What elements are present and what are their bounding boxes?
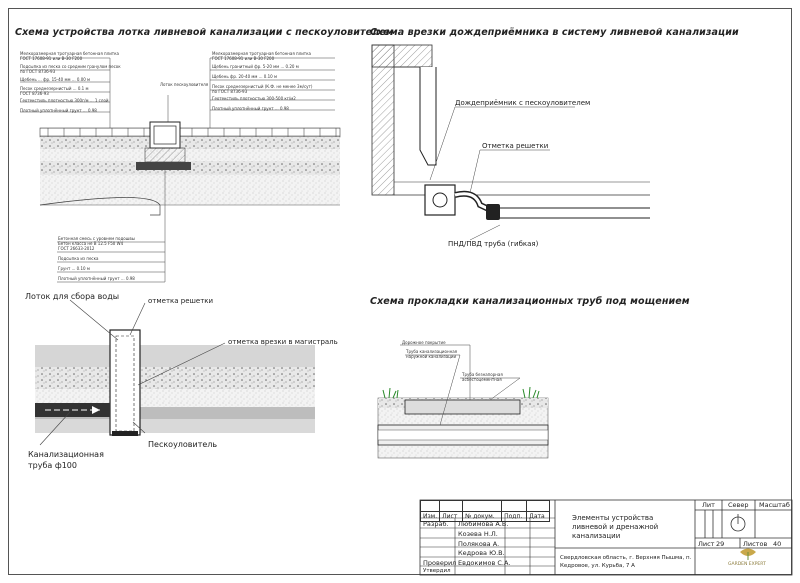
tray-layer-right-0: Мелкоразмерная тротуарная бетонная плитк… [212, 51, 311, 56]
pipe-scheme-title: Схема прокладки канализационных труб под… [370, 296, 690, 307]
tray-layer-left-2: Подсыпка из песка со средним гранулом пе… [20, 64, 121, 69]
stamp-header-0: Изм. [419, 510, 441, 522]
stamp-north-label: Север [728, 501, 749, 509]
tray-layer-left-6: ГОСТ 8736-93 [20, 91, 49, 96]
stamp-sheet-value: 29 [716, 540, 725, 548]
flexible-pipe-label: ПНД/ПВД труба (гибкая) [448, 240, 539, 248]
drawing-sheet [8, 8, 792, 575]
tray-layer-right-2: Щебень гранитный фр. 5-20 мм ... 0.20 м [212, 64, 299, 69]
tray-layer-left-4: Щебень ... фр. 15-40 мм ... 0.00 м [20, 77, 91, 82]
sewer-pipe-label-line2: труба ф100 [28, 461, 77, 470]
stamp-role-4: Проверил [423, 559, 457, 567]
road-cover-label: Дорожное покрытие [402, 340, 446, 345]
tray-layer-right-5: по ГОСТ 8736-93 [212, 89, 248, 94]
sand-trap-label: Пескоуловитель [148, 440, 218, 449]
stamp-header-4: Дата [526, 510, 551, 522]
sleeve-pipe-label-2: асбестоцементная [462, 377, 502, 382]
sleeve-pipe-label: Труба безнапорная [462, 372, 503, 377]
pipe-under-pavement-drawing [377, 344, 549, 459]
tray-layer-left-8: Плотный уплотнённый грунт ... 0.98 [20, 108, 97, 113]
stamp-name-2: Полякова А. [458, 540, 500, 548]
tray-layer-left-1: ГОСТ 17608-91 или В-30 F200 [20, 56, 83, 61]
tray-layer-left-0: Мелкоразмерная тротуарная бетонная плитк… [20, 51, 119, 56]
tray-bottom-layer-2: ГОСТ 26633-2012 [58, 246, 95, 251]
tray-bottom-layer-3: Подсыпка из песка [58, 256, 99, 261]
receiver-label: Дождеприёмник с пескоуловителем [455, 99, 591, 107]
tray-bottom-layer-5: Плотный уплотнённый грунт ... 0.98 [58, 276, 135, 281]
sand-trap-drawing [35, 299, 315, 446]
tray-note: Лоток пескоуловителя [160, 82, 209, 87]
stamp-sheets-label: Листов [743, 540, 768, 548]
stamp-role-0: Разраб. [423, 520, 449, 528]
stamp-sheet-label: Лист [698, 540, 715, 548]
stamp-scale-label: Масштаб [759, 501, 790, 509]
stamp-table: Изм. Лист № докум. Подп. Дата [419, 500, 551, 522]
tray-layer-left-5: Песок среднезернистый ... 0.1 м [20, 86, 89, 91]
tray-layer-right-4: Песок среднезернистый (К.Ф. не менее 3м/… [212, 84, 313, 89]
sewer-pipe-label: Труба канализационная [406, 349, 458, 354]
tray-layer-right-6: Геотекстиль плотностью 300-500 кг/м2 [212, 96, 296, 101]
stamp-doc-title: Элементы устройства ливневой и дренажной… [572, 514, 659, 540]
tray-layer-right-7: Плотный уплотнённый грунт ... 0.98 [212, 106, 289, 111]
grate-mark-label: Отметка решетки [482, 142, 549, 150]
sewer-pipe-label-line1: Канализационная [28, 450, 104, 459]
stamp-lit-label: Лит [702, 501, 715, 509]
sewer-pipe-label-2: наружной канализации [406, 354, 457, 359]
tray-layer-right-1: ГОСТ 17608-91 или В-30 F200 [212, 56, 275, 61]
garden-expert-logo [740, 548, 756, 560]
tray-bottom-layer-4: Грунт ... 0.10 м [58, 266, 90, 271]
stamp-name-4: Евдокимов С.А. [458, 559, 511, 567]
rain-receiver-drawing [371, 44, 650, 241]
tray-section-drawing [20, 57, 341, 283]
grate-level-label: отметка решетки [148, 297, 214, 305]
stamp-name-1: Козева Н.Л. [458, 530, 498, 538]
water-tray-label: Лоток для сбора воды [25, 292, 120, 301]
tray-layer-left-3: по ГОСТ 8736-93 [20, 69, 56, 74]
stamp-address: Свердловская область, г. Верхняя Пышма, … [560, 555, 692, 569]
stamp-sheets-value: 40 [773, 540, 782, 548]
tray-bottom-layer-1: Бетон класса не В 12.5 F50 W4 [58, 241, 124, 246]
tray-layer-left-7: Геотекстиль плотностью 300г/м ... 1 слой [20, 98, 109, 103]
stamp-name-3: Кедрова Ю.В. [458, 549, 505, 557]
stamp-name-0: Любимова А.В. [458, 520, 509, 528]
tray-scheme-title: Схема устройства лотка ливневой канализа… [15, 27, 394, 38]
tray-layer-right-3: Щебень фр. 20-40 мм ... 0.10 м [212, 74, 277, 79]
stamp-logo-text: GARDEN EXPERT [728, 562, 766, 567]
insert-level-label: отметка врезки в магистраль [228, 338, 338, 346]
tray-bottom-layer-0: Бетонная смесь с уровнем подошвы [58, 236, 135, 241]
rain-scheme-title: Схема врезки дождеприёмника в систему ли… [370, 27, 739, 38]
stamp-role-5: Утвердил [423, 568, 451, 574]
